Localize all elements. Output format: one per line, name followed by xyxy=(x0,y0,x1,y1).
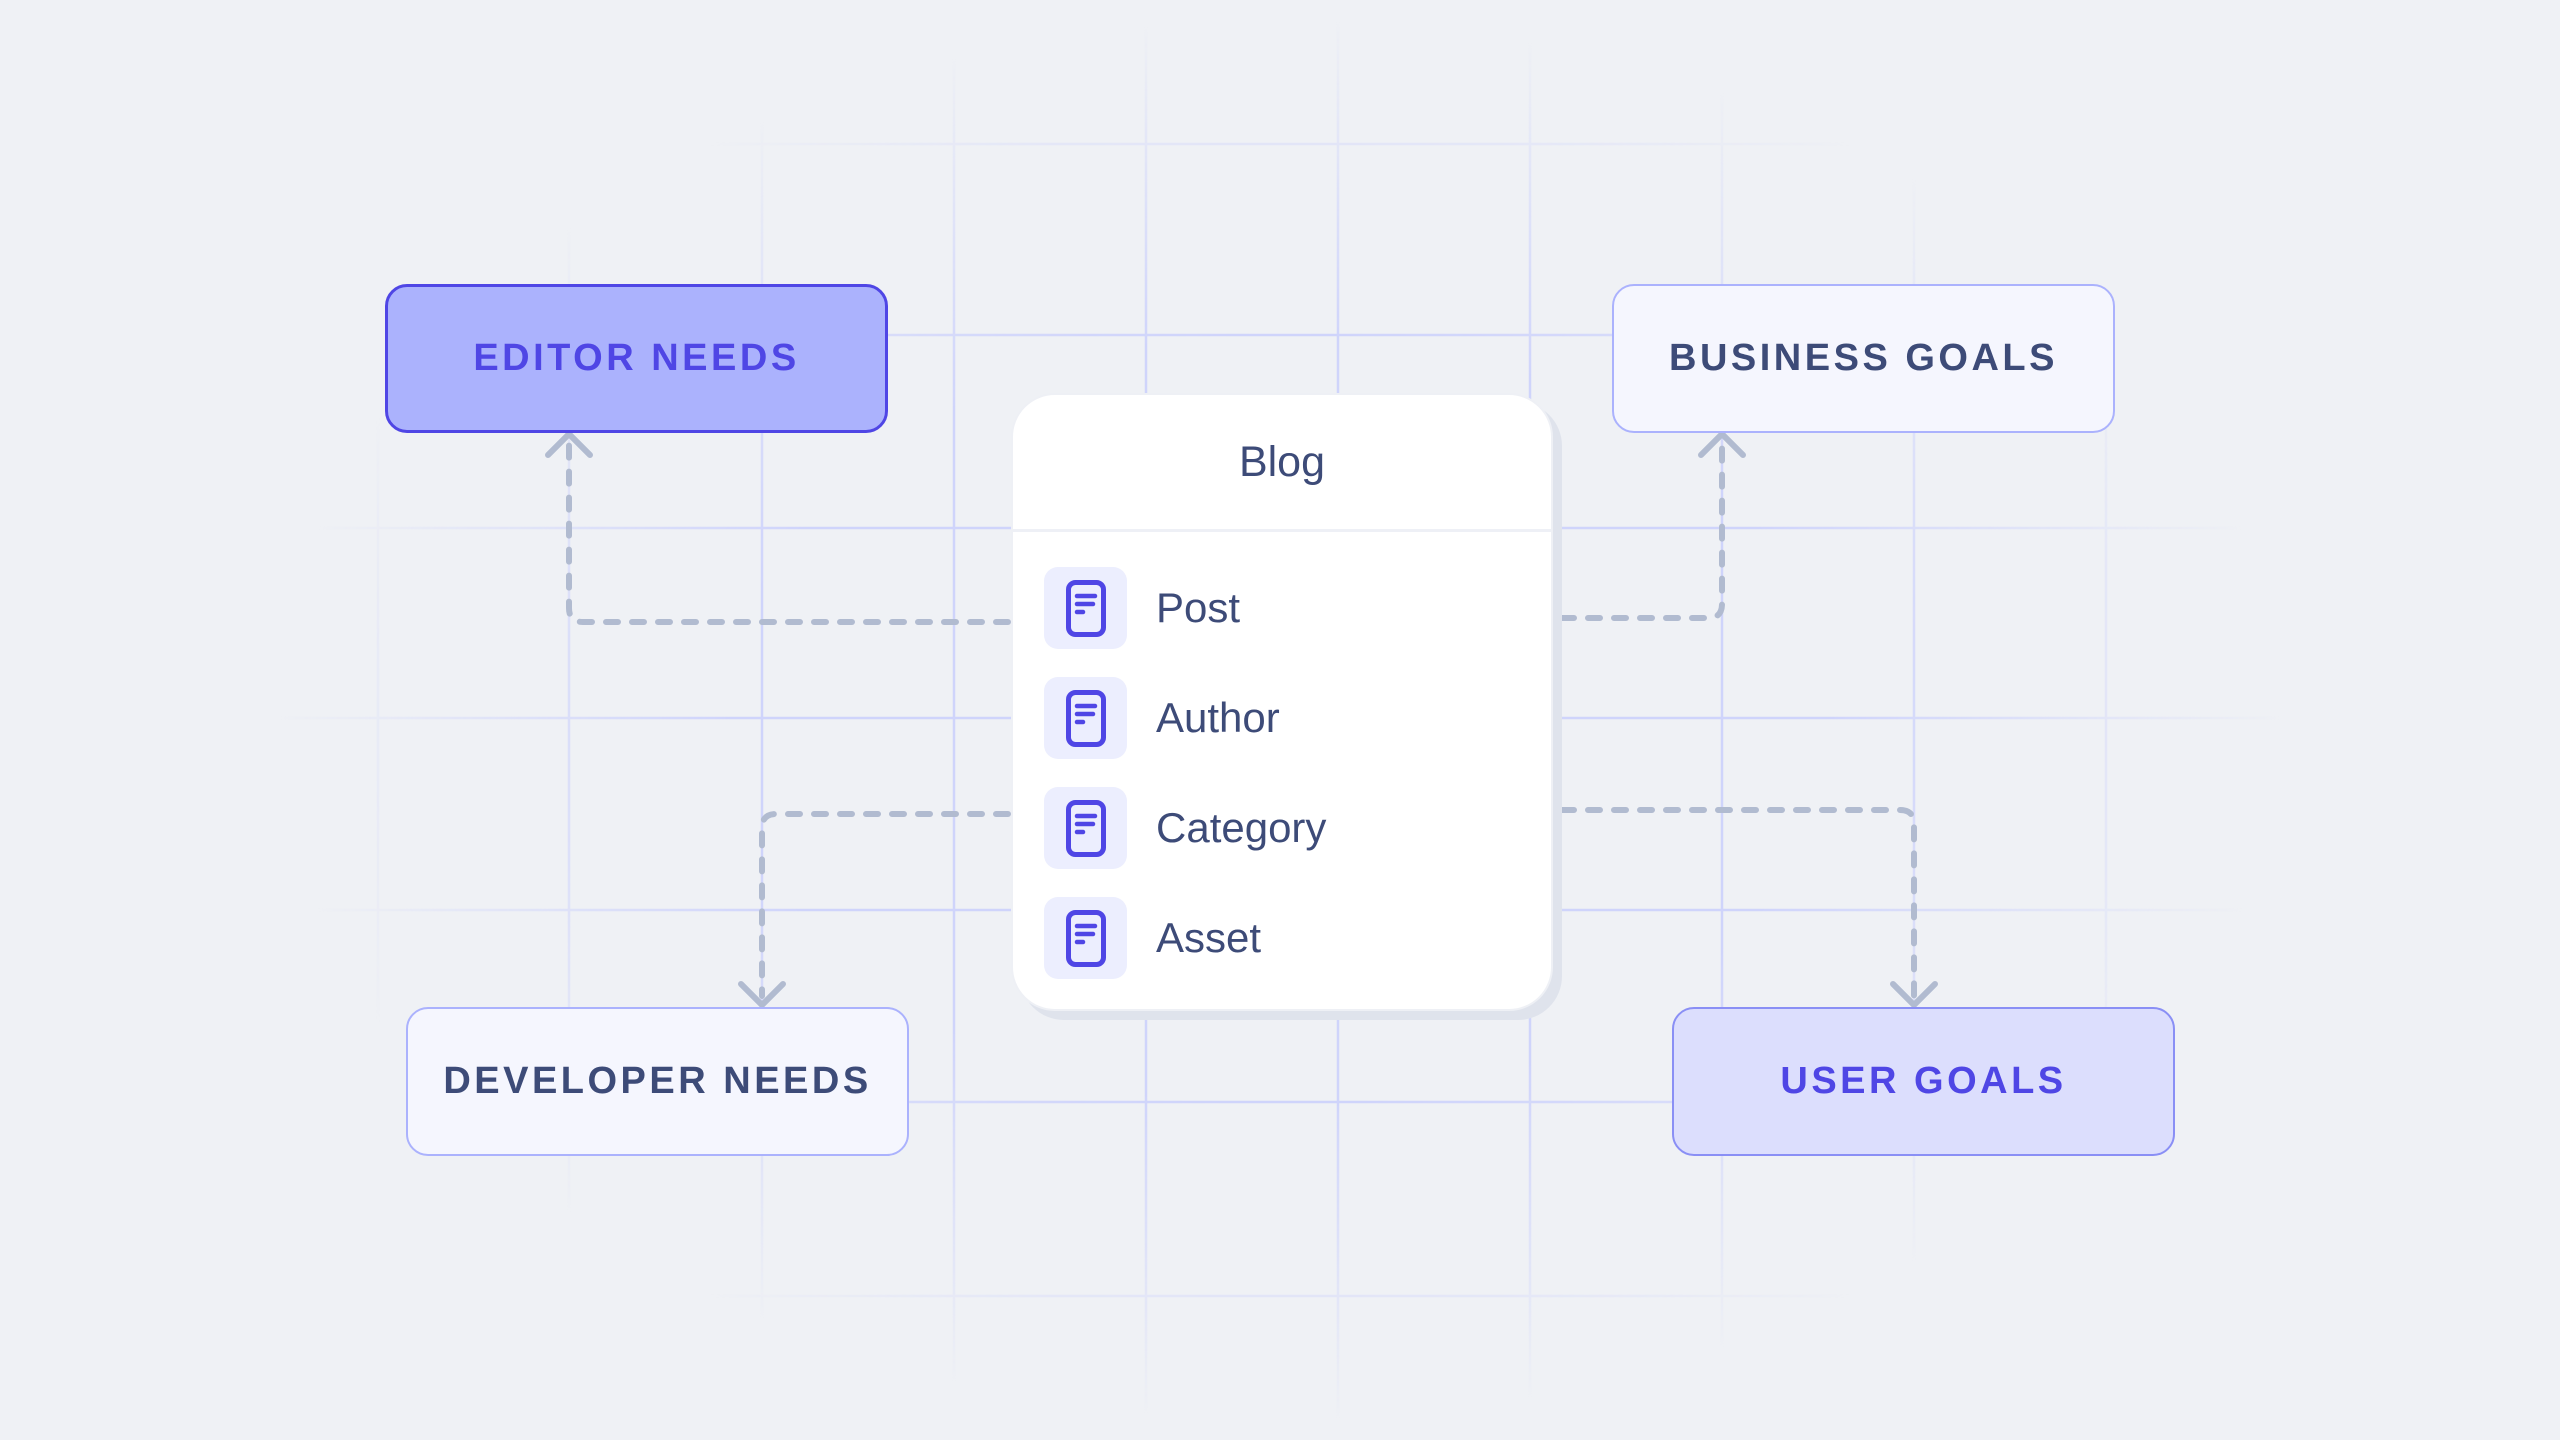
node-user-goals: USER GOALS xyxy=(1672,1007,2175,1156)
connector-editor-needs xyxy=(566,439,1011,625)
content-model-card: Blog Post Author Category Asset xyxy=(1011,393,1553,1011)
connector-developer-needs xyxy=(759,811,1011,999)
connector-user-goals xyxy=(1559,807,1917,999)
document-icon xyxy=(1044,787,1127,869)
node-business-goals: BUSINESS GOALS xyxy=(1612,284,2115,433)
connector-business-goals xyxy=(1559,439,1725,621)
list-item-post[interactable]: Post xyxy=(1013,567,1551,649)
document-icon xyxy=(1044,677,1127,759)
item-label: Post xyxy=(1156,584,1241,631)
document-icon xyxy=(1044,567,1127,649)
node-label: USER GOALS xyxy=(1780,1060,2067,1102)
card-title: Blog xyxy=(1013,395,1551,532)
arrowhead-down-icon xyxy=(738,981,786,1008)
list-item-asset[interactable]: Asset xyxy=(1013,897,1551,979)
node-label: BUSINESS GOALS xyxy=(1669,337,2058,379)
node-editor-needs: EDITOR NEEDS xyxy=(385,284,888,433)
list-item-category[interactable]: Category xyxy=(1013,787,1551,869)
node-label: EDITOR NEEDS xyxy=(473,337,800,379)
node-developer-needs: DEVELOPER NEEDS xyxy=(406,1007,909,1156)
arrowhead-up-icon xyxy=(545,431,593,458)
item-label: Category xyxy=(1156,804,1327,851)
item-label: Asset xyxy=(1156,914,1262,961)
list-item-author[interactable]: Author xyxy=(1013,677,1551,759)
document-icon xyxy=(1044,897,1127,979)
node-label: DEVELOPER NEEDS xyxy=(443,1060,872,1102)
content-type-list: Post Author Category Asset xyxy=(1013,532,1551,979)
arrowhead-up-icon xyxy=(1698,431,1746,458)
arrowhead-down-icon xyxy=(1890,981,1938,1008)
item-label: Author xyxy=(1156,694,1280,741)
